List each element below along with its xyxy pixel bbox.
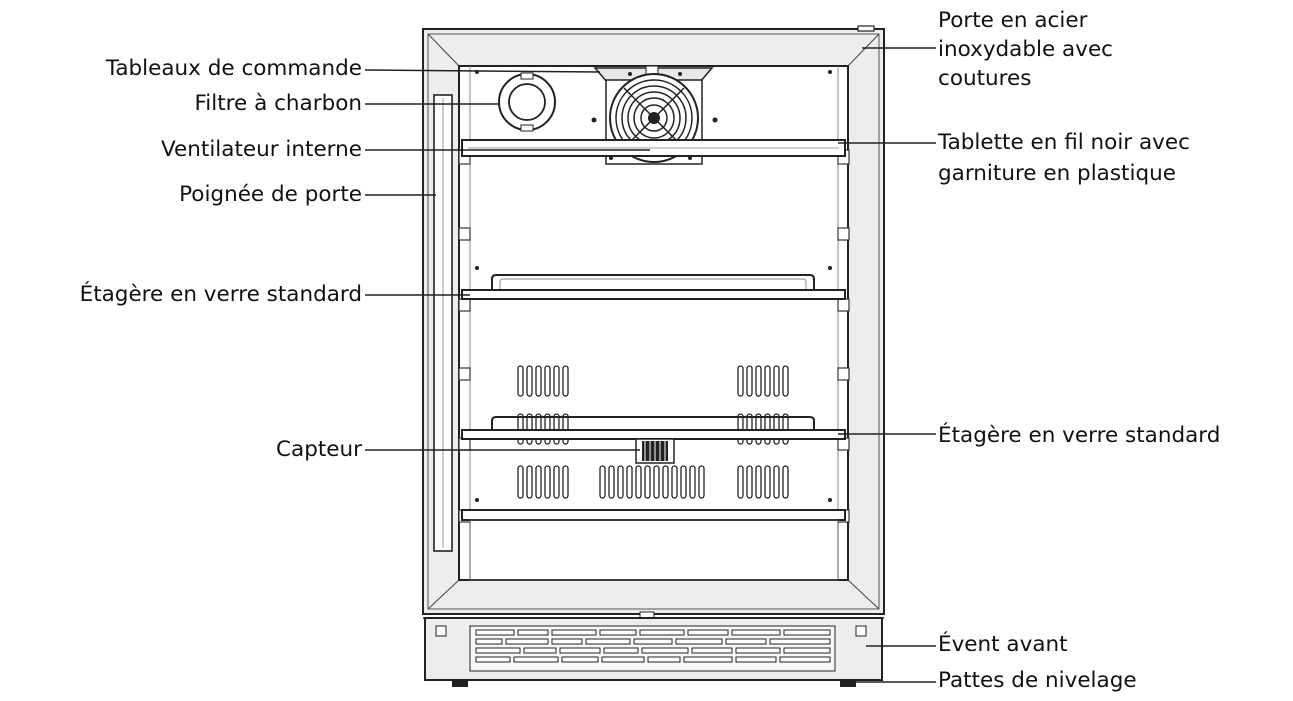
label-wire-shelf: Tablette en fil noir avec garniture en p… — [938, 130, 1190, 187]
label-door-handle: Poignée de porte — [179, 182, 362, 207]
label-charcoal-filter: Filtre à charbon — [194, 91, 362, 116]
top-hinge — [857, 25, 875, 32]
seam-br — [847, 579, 880, 610]
seam-tr — [847, 33, 880, 67]
leader-lines — [364, 47, 936, 683]
bottom-glass-shelf — [461, 498, 846, 581]
seam-tl — [427, 33, 460, 67]
label-door-line2: inoxydable avec — [938, 37, 1113, 62]
label-sensor: Capteur — [276, 437, 362, 462]
label-wire-shelf-line1: Tablette en fil noir avec — [938, 130, 1190, 155]
front-vent-base — [424, 617, 883, 687]
door-inner-edge — [427, 33, 880, 610]
label-door: Porte en acier inoxydable avec coutures — [938, 8, 1113, 92]
leader-control-panel — [364, 69, 601, 73]
label-front-vent: Évent avant — [938, 632, 1068, 657]
leveling-leg-right — [840, 680, 856, 687]
charcoal-filter — [475, 70, 832, 132]
leveling-leg-left — [452, 680, 468, 687]
label-internal-fan: Ventilateur interne — [161, 137, 362, 162]
label-wire-shelf-line2: garniture en plastique — [938, 161, 1176, 186]
label-door-line1: Porte en acier — [938, 8, 1088, 33]
label-glass-shelf-right: Étagère en verre standard — [938, 423, 1221, 448]
label-control-panel: Tableaux de commande — [105, 56, 362, 81]
top-wire-shelf — [461, 139, 846, 160]
front-vent-grille — [475, 629, 831, 663]
label-glass-shelf-left: Étagère en verre standard — [79, 282, 362, 307]
label-leveling-legs: Pattes de nivelage — [938, 668, 1137, 693]
temperature-sensor — [635, 438, 675, 464]
seam-bl — [427, 579, 460, 610]
label-door-line3: coutures — [938, 66, 1032, 91]
